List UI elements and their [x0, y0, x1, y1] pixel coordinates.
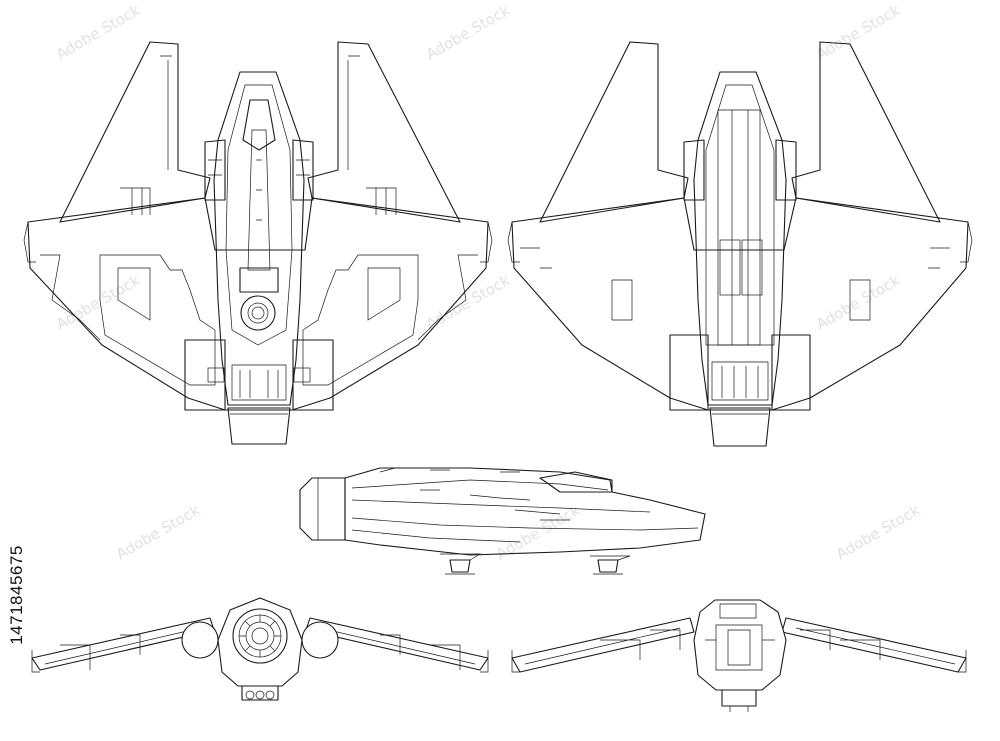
watermark-text: Adobe Stock: [53, 1, 143, 64]
watermark-text: Adobe Stock: [423, 1, 513, 64]
top-view: [23, 41, 493, 445]
left-wing-fin-bottom: [539, 41, 689, 223]
front-view: [31, 597, 489, 701]
bottom-view: [507, 41, 973, 447]
watermark-text: Adobe Stock: [813, 1, 903, 64]
front-body: [217, 597, 303, 687]
front-turbine-outer: [232, 608, 288, 664]
turbine-blades: [239, 615, 281, 657]
side-hull: [344, 467, 706, 556]
turret-base: [239, 267, 279, 293]
main-wing-bottom: [511, 197, 969, 411]
fuselage: [213, 71, 305, 406]
front-landing-gear: [241, 685, 279, 701]
watermark-text: Adobe Stock: [53, 271, 143, 334]
main-wing: [27, 197, 489, 411]
front-left-pod: [181, 621, 219, 659]
cockpit-canopy: [242, 99, 276, 151]
side-engine-housing: [299, 477, 346, 541]
right-wing-fin: [307, 41, 461, 223]
rear-body: [693, 599, 787, 691]
engine-nozzle-bottom: [709, 407, 771, 447]
stock-id-label: 1471845675: [6, 495, 28, 695]
side-canopy: [539, 471, 613, 493]
front-right-pod: [301, 621, 339, 659]
side-view: [299, 467, 706, 575]
turret-ring: [240, 295, 276, 331]
rear-landing-gear: [721, 689, 757, 707]
rear-left-wing: [511, 617, 695, 673]
left-wing-fin: [59, 41, 211, 223]
watermark-pattern: Adobe Stock Adobe Stock Adobe Stock Adob…: [53, 1, 923, 564]
watermark-text: Adobe Stock: [833, 501, 923, 564]
stock-id-text: 1471845675: [7, 545, 26, 645]
front-right-wing: [305, 617, 489, 671]
watermark-text: Adobe Stock: [113, 501, 203, 564]
rear-view: [511, 599, 967, 712]
wing-inner-panel: [99, 254, 216, 386]
rear-right-wing: [781, 617, 967, 673]
engine-nozzle: [227, 407, 291, 445]
landing-gear: [449, 559, 619, 573]
right-wing-fin-bottom: [791, 41, 941, 223]
